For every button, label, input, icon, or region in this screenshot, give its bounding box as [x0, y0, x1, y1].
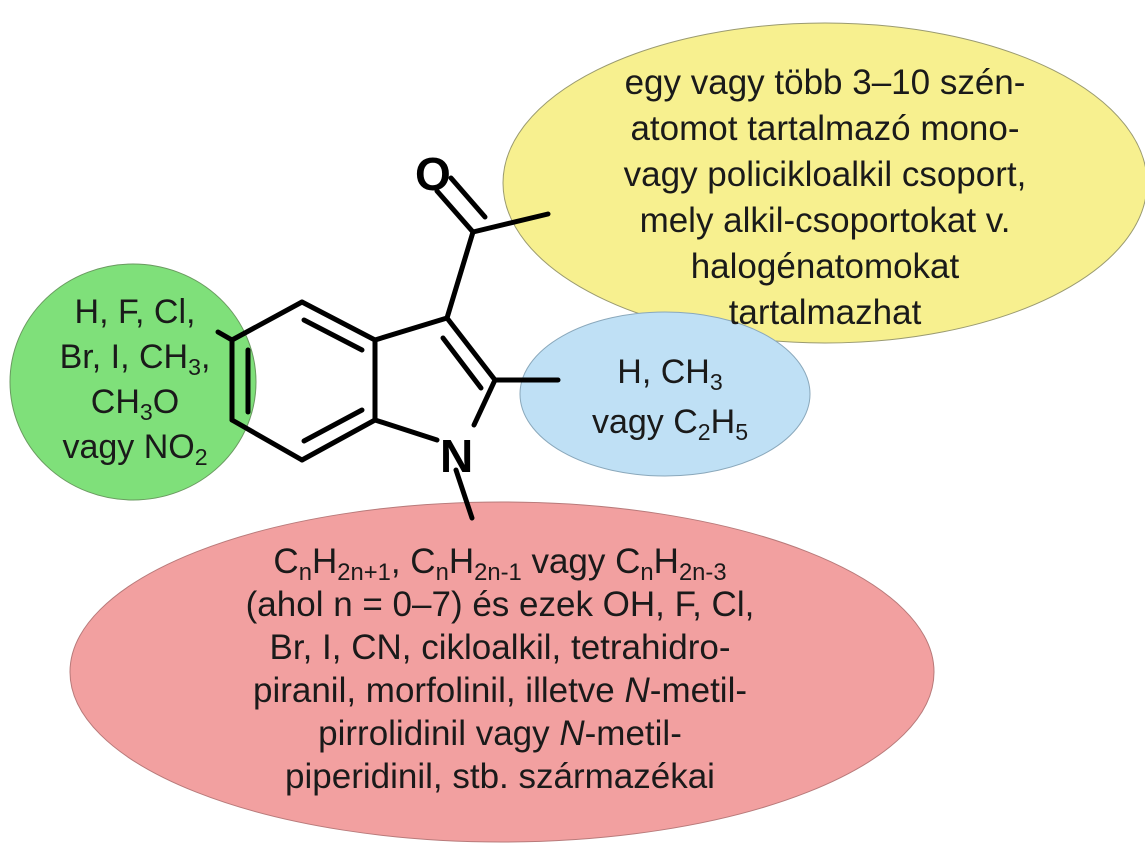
yellow-line: egy vagy több 3–10 szén-: [624, 63, 1026, 102]
bond: [299, 417, 378, 463]
yellow-line: halogénatomokat: [690, 247, 960, 286]
bond: [229, 299, 305, 343]
red-line-6: piperidinil, stb. származékai: [285, 757, 715, 796]
green-bubble-text: H, F, Cl, Br, I, CH3, CH3O vagy NO2: [20, 290, 250, 470]
yellow-bubble-text: egy vagy több 3–10 szén- atomot tartalma…: [545, 60, 1105, 336]
bond-n-substituent: [453, 467, 475, 521]
bond: [372, 417, 440, 443]
bond-carbonyl-o-double: [448, 175, 488, 220]
green-line-4: vagy NO2: [62, 428, 208, 470]
bond-carbonyl-r: [470, 211, 551, 235]
yellow-bubble: [502, 22, 1145, 344]
nitrogen-atom-label: N: [440, 430, 473, 482]
green-line-3: CH3O: [90, 383, 180, 425]
green-line-2: Br, I, CH3,: [59, 338, 211, 380]
blue-bubble: [519, 311, 811, 477]
red-line-3: Br, I, CN, cikloalkil, tetrahidro-: [269, 628, 731, 667]
blue-line-2: vagy C2H5: [591, 403, 749, 445]
green-line-1: H, F, Cl,: [74, 293, 196, 331]
bond: [229, 417, 305, 463]
bond-carbonyl-o: [434, 188, 476, 235]
red-line-4: piranil, morfolinil, illetve N-metil-: [252, 671, 748, 710]
bond-c5-substituent: [215, 329, 235, 343]
red-line-formula: CnH2n+1, CnH2n-1 vagy CnH2n-3: [273, 542, 727, 587]
blue-line-1: H, CH3: [617, 353, 723, 395]
indole-bonds: [215, 175, 561, 521]
bond: [299, 299, 378, 343]
bond: [444, 315, 498, 383]
double-bond-inner: [301, 407, 365, 444]
bond: [471, 377, 498, 428]
yellow-line: tartalmazhat: [728, 293, 922, 332]
yellow-line: mely alkil-csoportokat v.: [639, 201, 1011, 240]
double-bond-inner: [301, 317, 365, 353]
bond: [372, 315, 450, 343]
blue-bubble-text: H, CH3 vagy C2H5: [555, 347, 785, 447]
red-line-5: pirrolidinil vagy N-metil-: [318, 714, 682, 753]
yellow-line: vagy policikloalkil csoport,: [623, 155, 1027, 194]
red-bubble-text: CnH2n+1, CnH2n-1 vagy CnH2n-3 (ahol n = …: [110, 540, 890, 798]
yellow-line: atomot tartalmazó mono-: [630, 109, 1020, 148]
green-bubble: [9, 263, 257, 501]
bond-c3-carbonyl: [444, 229, 476, 321]
red-line-2: (ahol n = 0–7) és ezek OH, F, Cl,: [245, 585, 755, 624]
double-bond-inner: [440, 335, 484, 391]
oxygen-atom-label: O: [415, 148, 451, 200]
red-bubble: [69, 501, 935, 843]
